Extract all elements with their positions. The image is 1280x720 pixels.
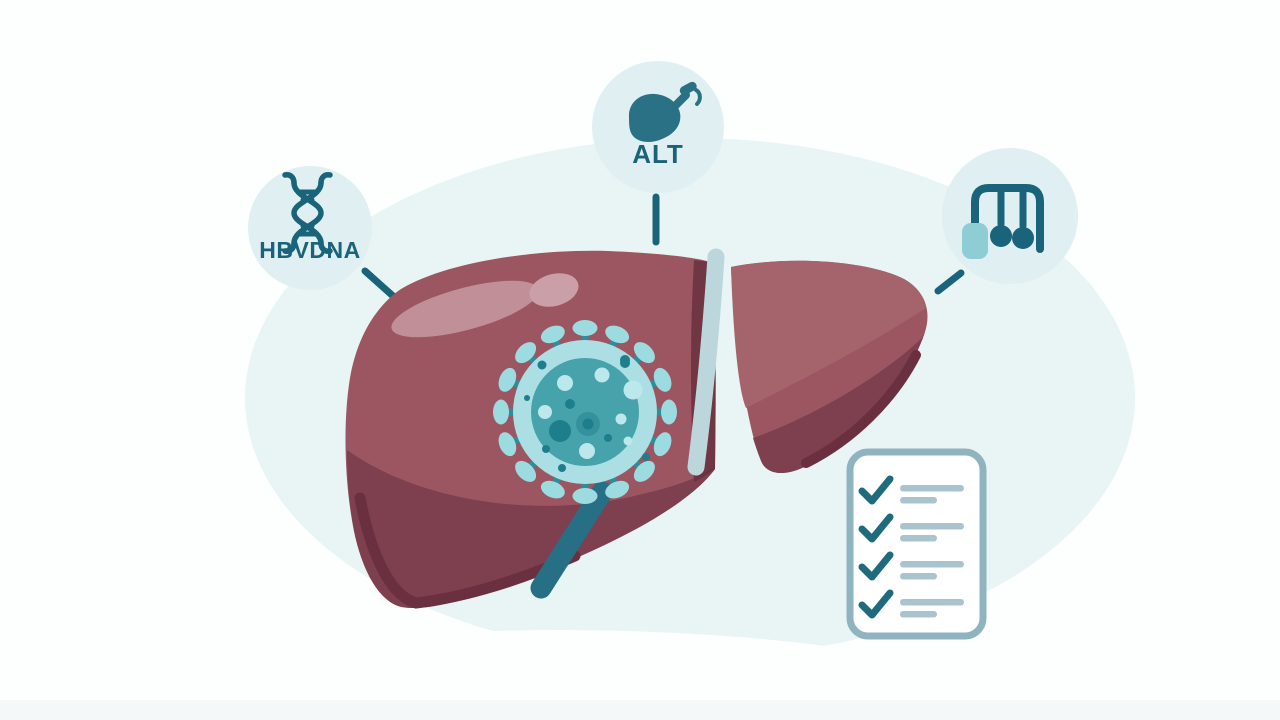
- gallbladder-cap: [679, 81, 697, 96]
- virus-spots: [538, 358, 643, 459]
- background-bottom-wedge: [0, 630, 1120, 720]
- right-lobe-light: [731, 260, 926, 408]
- right-lobe-dark-rim: [801, 350, 921, 468]
- connector-hbvdna: [361, 267, 397, 300]
- dna-rungs: [296, 189, 319, 237]
- checklist-card-body: [850, 452, 983, 636]
- gallbladder-duct: [672, 91, 690, 109]
- connector-pendulum: [934, 269, 965, 295]
- dna-icon: [282, 172, 333, 254]
- checklist-card-border: [846, 448, 987, 640]
- checklist-card: [846, 448, 987, 640]
- pendulum-bubble: [942, 148, 1078, 284]
- bottom-strip: [0, 700, 1280, 720]
- pendulum-frame: [971, 184, 1044, 257]
- bile-duct: [530, 481, 613, 599]
- ligament-band: [687, 248, 725, 476]
- pendulum-icon: [962, 184, 1044, 259]
- gallbladder-hook: [694, 88, 702, 106]
- pendulum-ball-middle: [990, 225, 1012, 247]
- left-lobe-dark-rim: [354, 492, 581, 609]
- virus-icon: [493, 320, 677, 504]
- pendulum-weight-left: [962, 223, 988, 259]
- hbvdna-label: HBVDNA: [259, 237, 360, 263]
- liver-icon: [628, 81, 702, 142]
- liver-shine-large: [391, 280, 539, 338]
- liver-right-lobe: [731, 260, 928, 474]
- alt-label: ALT: [632, 139, 684, 169]
- liver-shine-small: [529, 273, 579, 307]
- pendulum-ball-right: [1012, 227, 1034, 249]
- left-lobe-shadow: [347, 450, 715, 609]
- right-lobe-shadow: [753, 332, 925, 474]
